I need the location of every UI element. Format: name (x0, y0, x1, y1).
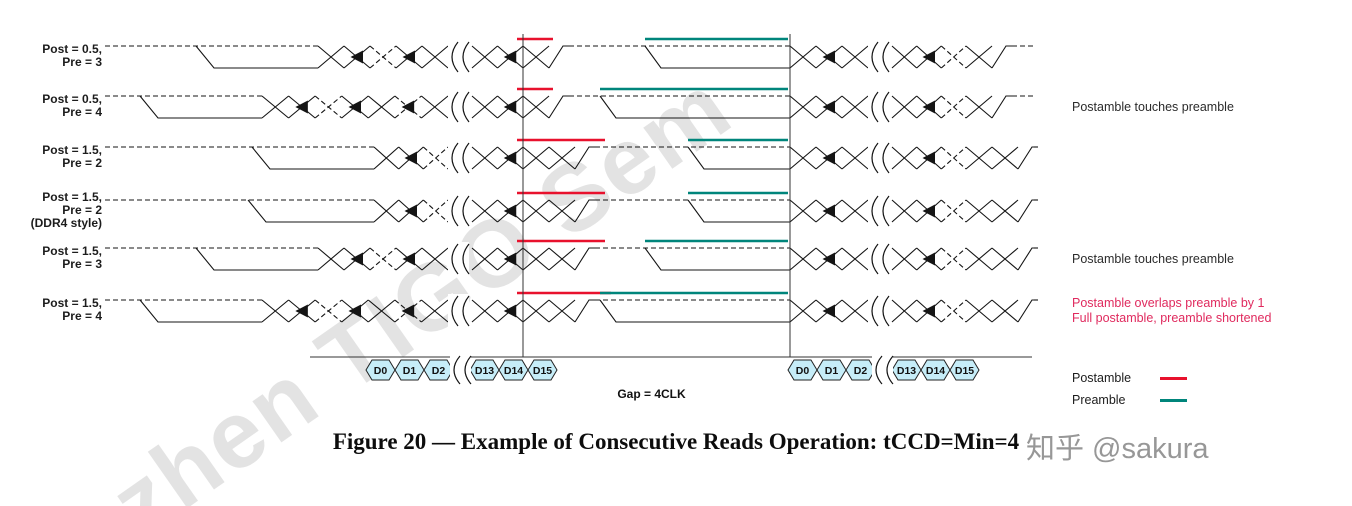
row-label-line: Pre = 4 (62, 309, 102, 323)
row-label: Post = 0.5,Pre = 3 (6, 43, 102, 69)
waveform-row-6 (105, 291, 1038, 328)
bus-cell-label: D0 (374, 365, 388, 377)
bus-cell-label: D15 (533, 365, 552, 377)
row-annotation: Postamble touches preamble (1072, 100, 1234, 115)
legend-color-line (1160, 398, 1187, 402)
figure-caption: Figure 20 — Example of Consecutive Reads… (332, 429, 1020, 454)
row-annotation-line: Postamble overlaps preamble by 1 (1072, 296, 1265, 310)
bus-cell-label: D14 (926, 365, 945, 377)
row-annotation-line: Postamble touches preamble (1072, 99, 1234, 114)
bus-cell-label: D2 (432, 365, 446, 377)
legend-label: Preamble (1072, 393, 1126, 407)
bus-cell (527, 359, 558, 381)
bus-cell (949, 359, 980, 381)
row-label-line: Pre = 2 (62, 202, 102, 217)
row-label-line: Pre = 2 (62, 156, 102, 170)
waveform-row-4 (105, 191, 1038, 228)
bus-cell (920, 359, 951, 381)
bus-cell-label: D2 (854, 365, 868, 377)
waveform-row-2 (105, 87, 1034, 124)
row-label-line: Pre = 3 (62, 55, 102, 69)
bus-cell-label: D15 (955, 365, 974, 377)
bus-cell (394, 359, 425, 381)
data-bus: D0 D1 D2 D13 D14 D15 D0 D1 D2 D13 D14 D15 (310, 354, 1032, 386)
bus-cell (845, 359, 876, 381)
row-annotation-line: Full postamble, preamble shortened (1072, 311, 1272, 325)
row-label-line: Post = 0.5, (42, 92, 102, 106)
row-label: Post = 1.5,Pre = 4 (6, 297, 102, 323)
burst-boundary-lines (522, 34, 791, 357)
legend-color-line (1160, 376, 1187, 380)
row-label-line: Pre = 3 (62, 257, 102, 271)
row-label: Post = 1.5,Pre = 3 (6, 245, 102, 271)
bus-cell-label: D0 (796, 365, 810, 377)
row-label-line: Pre = 4 (62, 105, 102, 119)
row-label-line: Post = 1.5, (42, 244, 102, 258)
row-label-line: (DDR4 style) (30, 215, 102, 230)
bus-cell-label: D14 (504, 365, 523, 377)
bus-cell (816, 359, 847, 381)
legend-entry: Postamble (1072, 367, 1187, 389)
bus-cell-label: D1 (825, 365, 839, 377)
row-annotation-line: Postamble touches preamble (1072, 251, 1234, 266)
bus-cell (787, 359, 818, 381)
row-annotation: Postamble touches preamble (1072, 252, 1234, 267)
legend-entry: Preamble (1072, 389, 1187, 411)
bus-cell-label: D13 (897, 365, 916, 377)
bus-cell-label: D13 (475, 365, 494, 377)
bus-cell-label: D1 (403, 365, 417, 377)
row-label-line: Post = 1.5, (42, 189, 102, 204)
row-label: Post = 1.5,Pre = 2 (6, 144, 102, 170)
row-label-line: Post = 0.5, (42, 42, 102, 56)
bus-cell (423, 359, 454, 381)
legend-label: Postamble (1072, 371, 1132, 385)
row-label: Post = 0.5,Pre = 4 (6, 93, 102, 119)
row-label: Post = 1.5,Pre = 2(DDR4 style) (6, 189, 102, 230)
waveform-row-5 (105, 239, 1038, 276)
gap-label: Gap = 4CLK (617, 387, 686, 401)
row-label-line: Post = 1.5, (42, 143, 102, 157)
row-label-line: Post = 1.5, (42, 296, 102, 310)
watermark-credit: 知乎 @sakura (1026, 433, 1209, 465)
waveform-row-3 (105, 138, 1038, 175)
bus-cell (498, 359, 529, 381)
bus-cell (365, 359, 396, 381)
waveform-row-1 (105, 37, 1034, 74)
